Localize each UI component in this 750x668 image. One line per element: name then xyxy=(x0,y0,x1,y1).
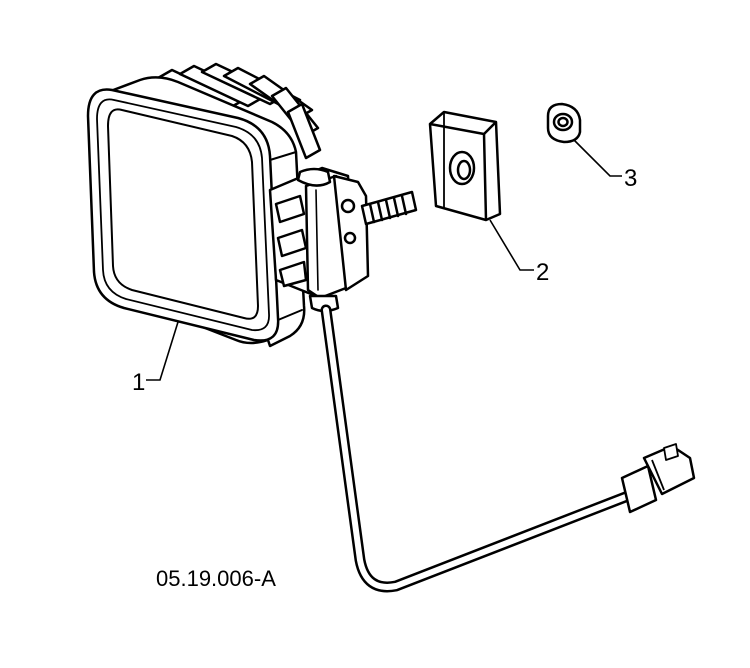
threaded-stud xyxy=(360,190,418,226)
leader-line-1 xyxy=(146,321,179,381)
drawing-reference-code: 05.19.006-A xyxy=(156,566,276,591)
callout-part-1: 1 xyxy=(132,369,145,396)
lamp-lens xyxy=(107,108,259,320)
slide-nut-part-2 xyxy=(428,110,502,222)
leader-line-3 xyxy=(573,139,622,177)
callout-part-2: 2 xyxy=(536,259,549,286)
leader-lines xyxy=(146,139,622,381)
lamp-cooling-fins xyxy=(156,62,322,160)
bracket-top-nut xyxy=(296,167,332,187)
leader-line-2 xyxy=(489,219,534,271)
callout-part-3: 3 xyxy=(624,165,637,192)
work-lamp-part-1 xyxy=(86,62,418,348)
lamp-cable xyxy=(320,304,634,593)
cable-connector xyxy=(620,443,696,514)
flange-nut-part-3 xyxy=(546,102,582,144)
